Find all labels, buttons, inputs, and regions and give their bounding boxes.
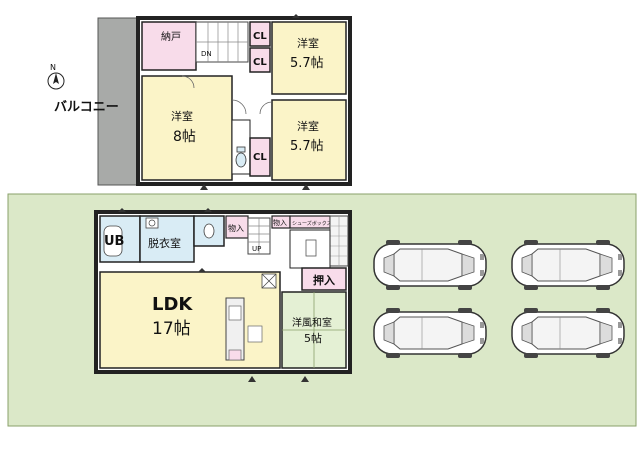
sink-icon	[228, 305, 242, 321]
washer-icon	[145, 217, 159, 229]
car-icon	[373, 240, 487, 290]
ldk-name: LDK	[152, 294, 193, 315]
storage-room	[141, 21, 197, 71]
western-room-se-name: 洋室	[297, 119, 319, 133]
closet-top-1-label: CL	[253, 31, 267, 42]
toilet-lower-icon	[203, 223, 215, 239]
western-room-w-size: 8帖	[173, 129, 196, 145]
ldk-room	[99, 271, 281, 369]
western-room-w-name: 洋室	[171, 109, 193, 123]
door-swing	[181, 75, 195, 89]
second-floor: バルコニー 納戸 DN CL CL 洋室 5.7帖 洋室 8帖	[54, 14, 352, 190]
western-room-ne-size: 5.7帖	[290, 56, 324, 71]
car-icon	[511, 240, 625, 290]
oshiire-label: 押入	[313, 273, 335, 287]
north-compass-icon: N	[47, 63, 65, 90]
western-room-se	[271, 99, 347, 181]
dn-mark: DN	[201, 50, 212, 58]
door-swing	[259, 101, 273, 115]
shoe-cabinet-icon	[305, 239, 317, 257]
balcony	[97, 17, 139, 186]
closet-mid-label: CL	[253, 152, 267, 163]
car-icon	[373, 308, 487, 358]
dressing-room-label: 脱衣室	[148, 236, 181, 250]
storage-2-label: 物入	[273, 218, 287, 227]
western-room-se-size: 5.7帖	[290, 139, 324, 154]
toilet-upper-icon	[235, 152, 247, 168]
closet-mid	[249, 137, 271, 177]
car-icon	[511, 308, 625, 358]
stairs-upper	[195, 21, 249, 63]
stairs-lower	[247, 217, 271, 255]
western-room-ne	[271, 21, 347, 95]
entrance-tile	[329, 215, 349, 267]
north-label: N	[50, 63, 56, 72]
storage-1-label: 物入	[228, 223, 244, 233]
bathtub-icon	[103, 225, 123, 257]
balcony-label: バルコニー	[54, 100, 119, 115]
storage-room-label: 納戸	[161, 30, 181, 43]
unit-bath-label: UB	[104, 234, 124, 249]
oshiire-closet	[301, 267, 347, 291]
first-floor: UB 脱衣室 物入 UP 物入 シューズボックス	[94, 208, 352, 382]
closet-top-2-label: CL	[253, 57, 267, 68]
japanese-style-room-name: 洋風和室	[292, 316, 332, 329]
parking-cars	[373, 240, 625, 358]
western-room-ne-name: 洋室	[297, 36, 319, 50]
shoe-box-label: シューズボックス	[292, 220, 332, 227]
up-mark: UP	[252, 245, 261, 253]
closet-top-1	[249, 21, 271, 47]
door-swing	[231, 99, 247, 115]
fridge-icon	[247, 325, 263, 343]
ldk-size: 17帖	[152, 319, 191, 339]
western-room-w	[141, 75, 233, 181]
stove-icon	[228, 349, 242, 361]
closet-top-2	[249, 47, 271, 73]
japanese-style-room-size: 5帖	[304, 332, 322, 345]
